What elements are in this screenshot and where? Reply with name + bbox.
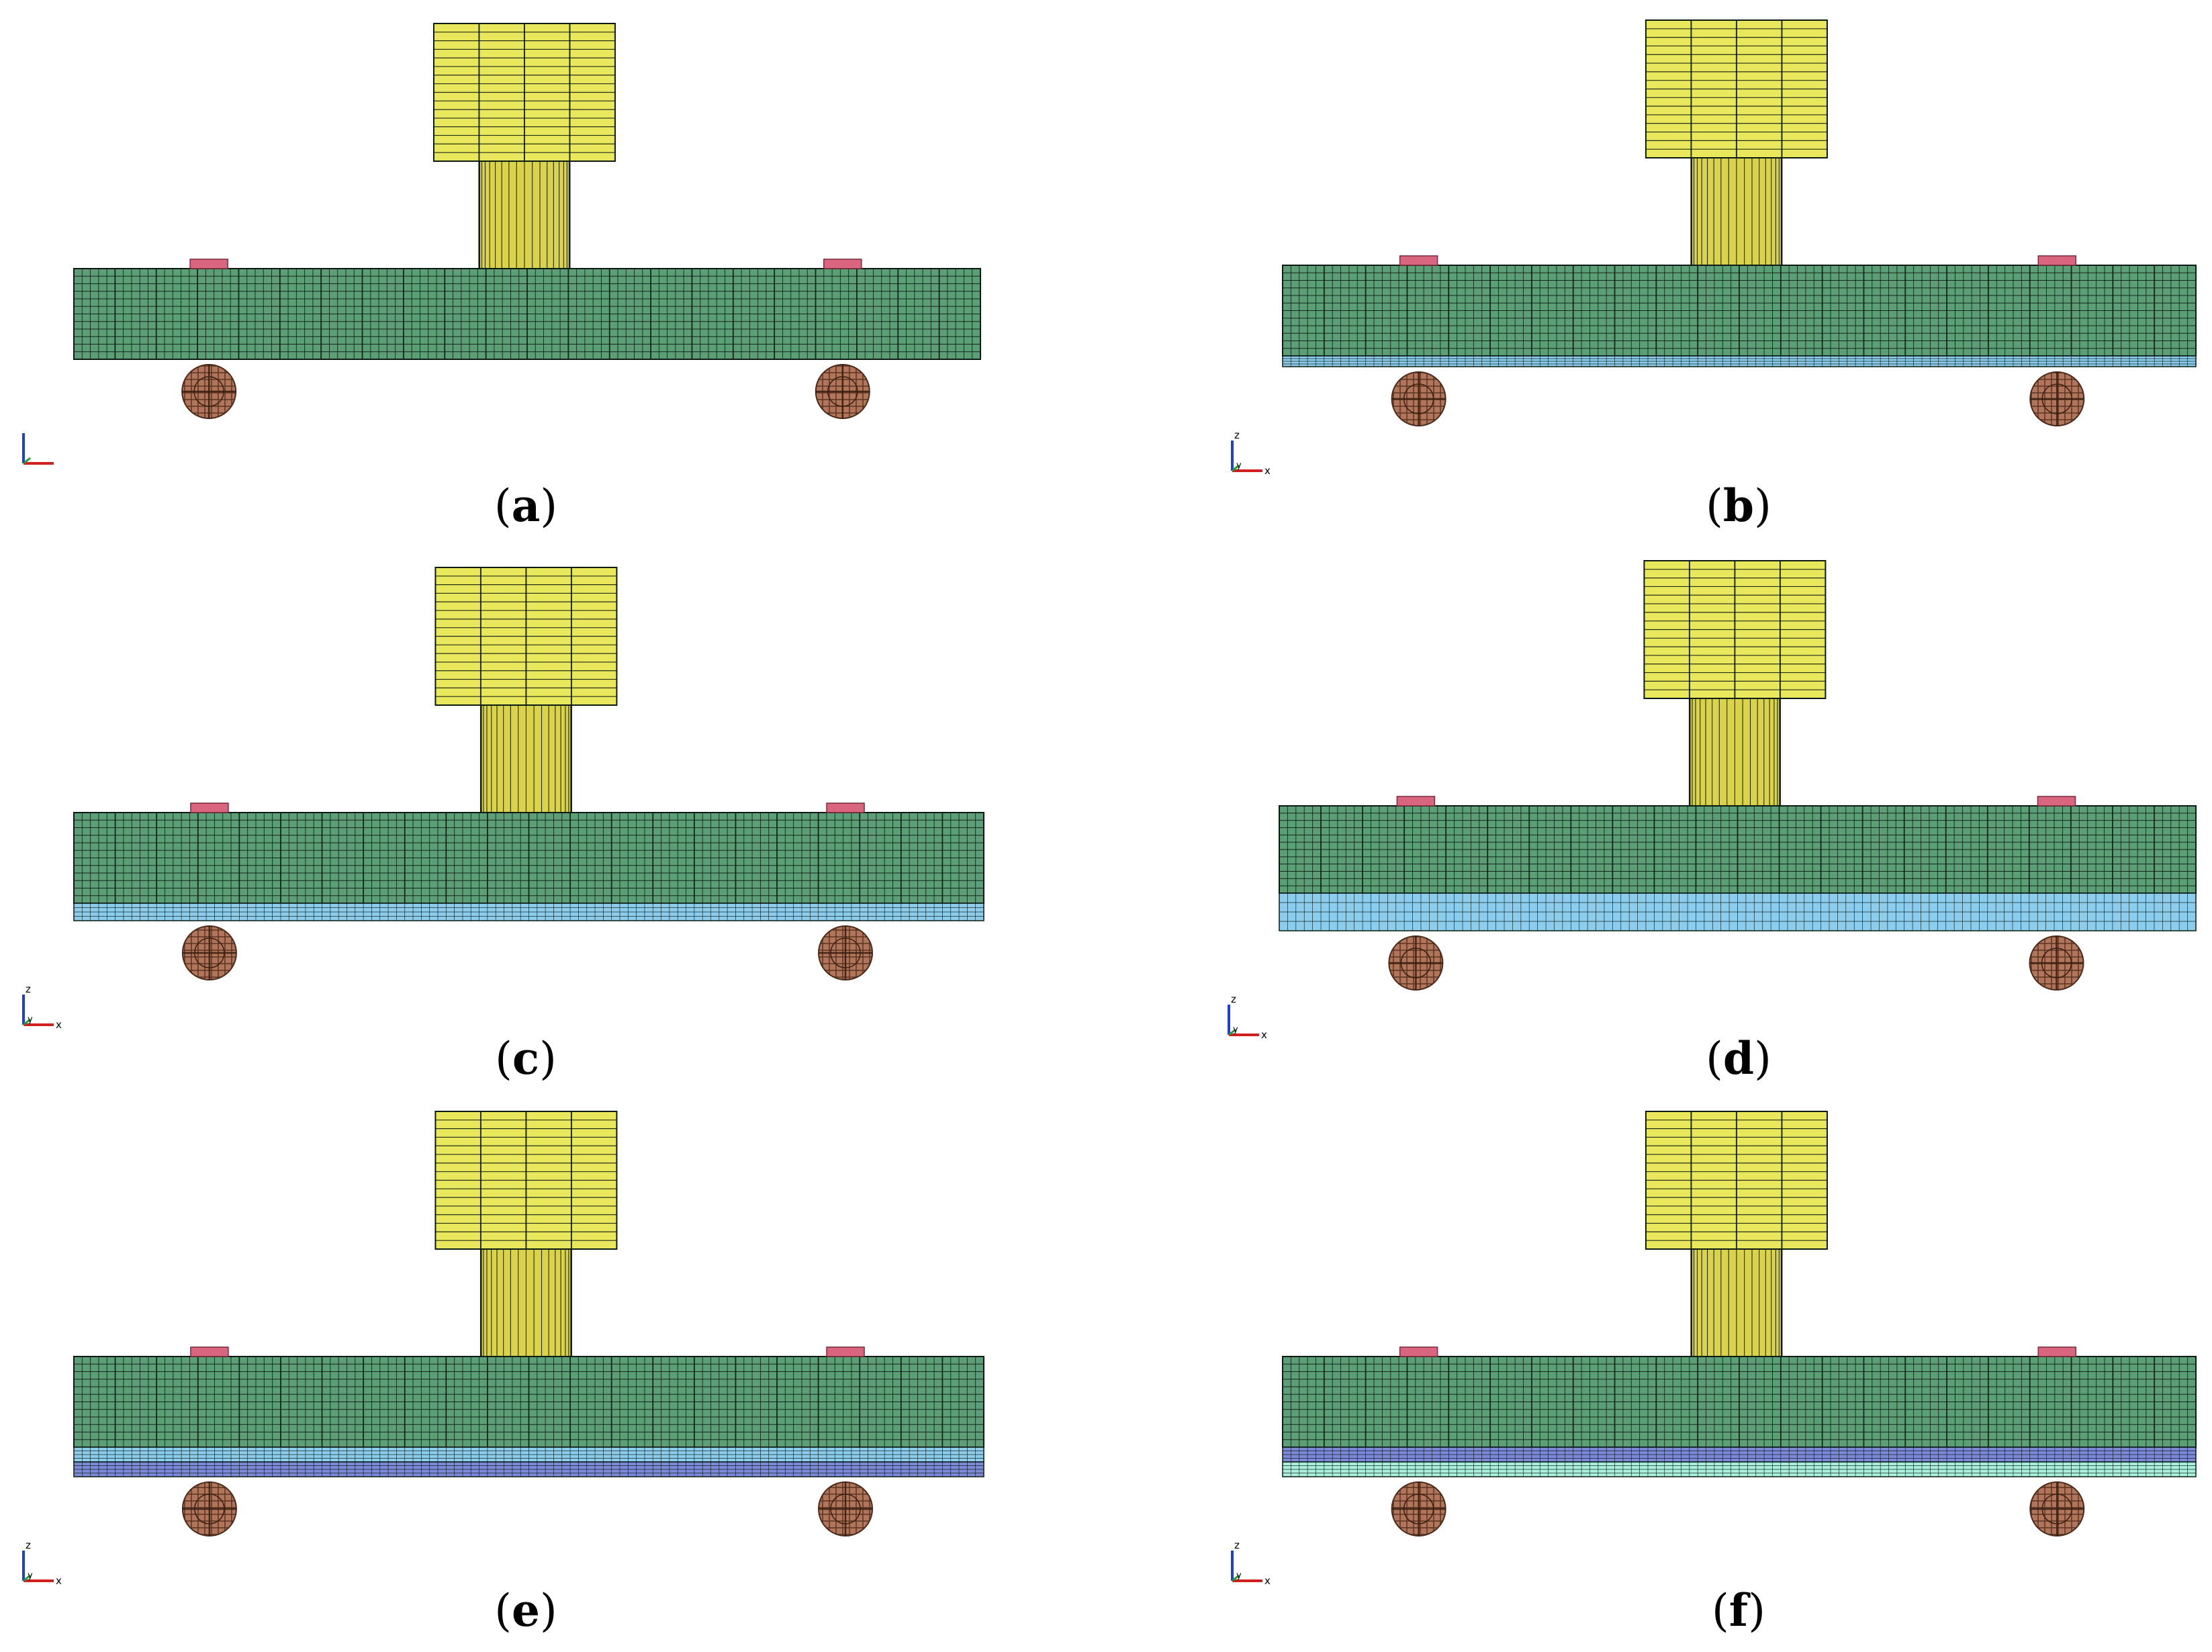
- panel-a-caption: (a): [494, 479, 558, 532]
- coordinate-triad: [22, 433, 54, 465]
- rc-beam: [1282, 1356, 2197, 1448]
- steel-pad-2: [826, 802, 865, 813]
- roller-support-2: [2029, 1481, 2085, 1536]
- panel-b-caption: (b): [1706, 479, 1771, 532]
- roller-support-2: [2029, 935, 2084, 991]
- rc-beam: [73, 268, 981, 360]
- panel-e-caption: (e): [494, 1584, 557, 1637]
- triad-y-label: y: [28, 1015, 33, 1025]
- triad-x-label: x: [1264, 1575, 1271, 1587]
- coordinate-triad: z y x: [1231, 429, 1271, 477]
- impactor: [434, 567, 618, 706]
- panel-f: z y x: [1231, 1111, 2197, 1587]
- panel-d-caption: (d): [1706, 1032, 1771, 1085]
- roller-support-1: [1388, 935, 1444, 991]
- roller-support-2: [815, 364, 870, 419]
- coordinate-triad: z y x: [1228, 993, 1267, 1041]
- panel-d: z y x: [1228, 560, 2197, 1041]
- triad-x-label: x: [1261, 1029, 1267, 1041]
- coordinate-triad: z y x: [1231, 1539, 1271, 1587]
- impactor: [432, 23, 616, 162]
- strengthening-layer-1: [73, 1447, 984, 1463]
- triad-z-label: z: [1234, 429, 1240, 441]
- panel-c-caption: (c): [495, 1032, 557, 1085]
- steel-pad-1: [1399, 1346, 1438, 1357]
- roller-support-2: [818, 1481, 874, 1536]
- rc-beam: [73, 812, 984, 904]
- steel-pad-2: [2037, 255, 2077, 266]
- rc-beam: [1282, 265, 2197, 357]
- steel-pad-1: [190, 802, 229, 813]
- steel-pad-2: [2037, 796, 2076, 807]
- panel-e: z y x: [22, 1111, 984, 1587]
- impactor-rod: [1688, 698, 1781, 807]
- impactor-rod: [1690, 157, 1783, 266]
- impactor-rod: [1690, 1248, 1783, 1357]
- triad-z-label: z: [1234, 1539, 1240, 1551]
- steel-pad-2: [826, 1346, 865, 1357]
- triad-z-label: z: [26, 983, 31, 995]
- steel-pad-1: [1396, 796, 1436, 807]
- panel-f-caption: (f): [1712, 1584, 1765, 1637]
- roller-support-1: [1391, 1481, 1446, 1536]
- strengthening-layer-1: [1279, 892, 2197, 931]
- strengthening-layer-1: [1282, 355, 2197, 367]
- panel-b: z y x: [1231, 19, 2197, 477]
- rc-beam: [1279, 805, 2197, 894]
- impactor-rod: [479, 1248, 572, 1357]
- panel-c: z y x: [22, 567, 984, 1031]
- strengthening-layer-1: [73, 903, 984, 921]
- coordinate-triad: z y x: [22, 1539, 62, 1587]
- strengthening-layer-1: [1282, 1447, 2197, 1463]
- triad-z-label: z: [26, 1539, 31, 1551]
- panel-a: [22, 23, 981, 465]
- steel-pad-2: [2037, 1346, 2077, 1357]
- triad-y-label: y: [1233, 1025, 1238, 1035]
- rc-beam: [73, 1356, 984, 1448]
- steel-pad-1: [189, 259, 228, 269]
- triad-x-label: x: [56, 1575, 62, 1587]
- impactor-rod: [479, 704, 572, 813]
- triad-y-label: y: [1236, 461, 1242, 471]
- steel-pad-1: [1399, 255, 1438, 266]
- impactor-rod: [478, 160, 571, 269]
- triad-y-label: y: [1236, 1571, 1242, 1581]
- strengthening-layer-2: [73, 1461, 984, 1477]
- roller-support-1: [1391, 371, 1446, 426]
- strengthening-layer-2: [1282, 1461, 2197, 1477]
- roller-support-1: [181, 1481, 237, 1536]
- steel-pad-1: [190, 1346, 229, 1357]
- triad-x-label: x: [1264, 465, 1271, 477]
- impactor: [434, 1111, 618, 1250]
- roller-support-2: [818, 925, 874, 980]
- triad-z-label: z: [1231, 993, 1236, 1005]
- impactor: [1645, 1111, 1828, 1250]
- roller-support-1: [181, 925, 237, 980]
- roller-support-2: [2029, 371, 2085, 426]
- steel-pad-2: [823, 259, 862, 269]
- roller-support-1: [181, 364, 237, 419]
- coordinate-triad: z y x: [22, 983, 62, 1031]
- impactor: [1645, 19, 1828, 158]
- impactor: [1643, 560, 1827, 699]
- triad-y-label: y: [28, 1571, 33, 1581]
- triad-x-label: x: [56, 1019, 62, 1031]
